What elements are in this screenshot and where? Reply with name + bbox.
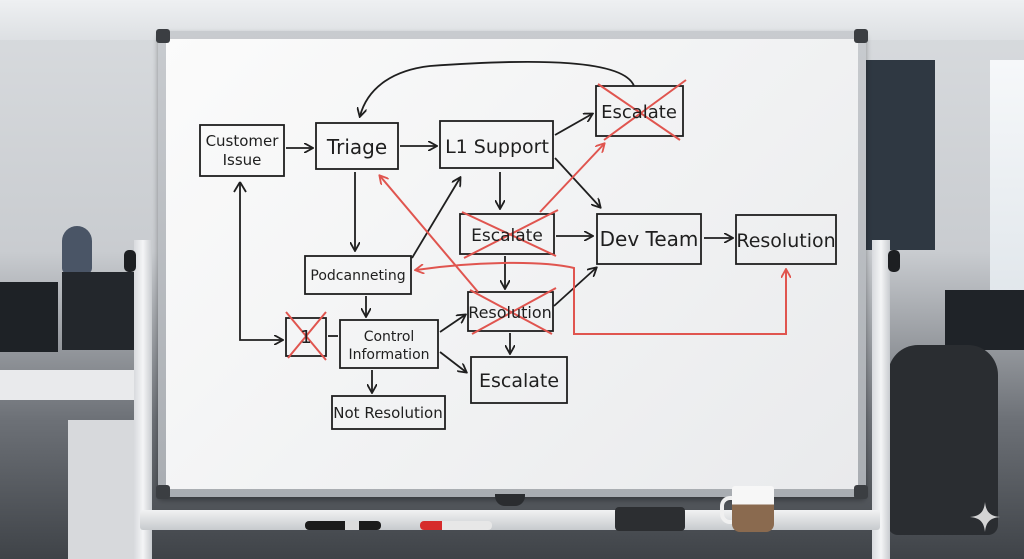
red-annotations <box>285 79 786 361</box>
whiteboard-stand-right <box>872 240 890 559</box>
board-corner <box>156 485 170 499</box>
not-resolution-label: Not Resolution <box>333 404 442 422</box>
background-monitor <box>945 290 1024 350</box>
sparkle-icon <box>970 502 1000 532</box>
small-box-label: 1 <box>300 327 311 348</box>
tray-clip <box>495 494 525 506</box>
marker-cap <box>420 521 442 530</box>
arrow-podcanneting-to-l1 <box>411 178 460 259</box>
whiteboard-stand-left <box>134 240 152 559</box>
arrow-l1-to-dev-team <box>554 157 600 207</box>
resolution-label: Resolution <box>736 230 835 252</box>
background-monitor <box>62 272 134 350</box>
arrow-l1-to-escalate-top <box>554 114 592 136</box>
red-arrow-to-podcanneting <box>416 261 575 290</box>
dark-wall-panel <box>865 60 935 250</box>
escalate-mid-box <box>459 213 555 255</box>
dev-team-label: Dev Team <box>600 227 699 251</box>
customer-issue-box <box>199 124 285 177</box>
red-cross-escalate-mid <box>461 209 559 259</box>
l1-support-box <box>439 120 554 169</box>
arrow-escalate-loop-to-triage <box>360 60 635 116</box>
escalate-mid-label: Escalate <box>471 226 543 246</box>
red-cross-resolution <box>469 287 557 335</box>
resolution-crossed-box <box>467 291 554 332</box>
background-person <box>62 226 92 274</box>
l1-support-label: L1 Support <box>445 136 549 158</box>
window <box>990 60 1024 320</box>
coffee-mug <box>732 486 774 532</box>
podcanneting-box <box>304 255 412 295</box>
arrowhead-up <box>233 181 247 193</box>
background-desk <box>0 370 140 400</box>
board-corner <box>156 29 170 43</box>
control-information-label-line2: Information <box>348 347 429 363</box>
control-information-label-line1: Control <box>364 329 415 345</box>
red-cross-small-box <box>285 311 327 361</box>
filing-cabinet <box>68 420 138 559</box>
board-corner <box>854 29 868 43</box>
marker-band <box>345 521 359 530</box>
resolution-box <box>735 214 837 265</box>
podcanneting-label: Podcanneting <box>310 268 405 284</box>
whiteboard-eraser <box>615 507 685 531</box>
small-crossed-box <box>285 317 327 357</box>
dev-team-box <box>596 213 702 265</box>
stand-knob <box>124 250 136 272</box>
stand-knob <box>888 250 900 272</box>
node-boxes <box>199 85 837 430</box>
arrow-customer-to-small-box <box>239 183 282 340</box>
customer-issue-label-line1: Customer <box>206 132 280 150</box>
arrow-control-to-escalate <box>439 351 466 372</box>
resolution-crossed-label: Resolution <box>468 303 552 322</box>
red-marker <box>420 521 492 530</box>
red-cross-escalate-top <box>597 79 687 141</box>
red-arrow-to-resolution <box>573 270 786 335</box>
escalate-top-label: Escalate <box>601 102 677 123</box>
black-arrows <box>233 60 732 392</box>
escalate-bottom-label: Escalate <box>479 370 559 392</box>
black-marker <box>305 521 381 530</box>
mug-handle <box>720 496 738 524</box>
office-chair <box>888 345 998 535</box>
board-corner <box>854 485 868 499</box>
not-resolution-box <box>331 395 446 430</box>
arrow-control-to-resolution <box>439 315 465 333</box>
red-arrow-to-escalate-top <box>539 144 604 213</box>
triage-label: Triage <box>326 135 387 159</box>
background-monitor <box>0 282 58 352</box>
escalate-top-box <box>595 85 684 137</box>
customer-issue-label-line2: Issue <box>223 151 262 169</box>
triage-box <box>315 122 399 170</box>
control-information-box <box>339 319 439 369</box>
node-labels: Customer Issue Triage L1 Support Escalat… <box>206 102 836 422</box>
escalate-bottom-box <box>470 356 568 404</box>
red-arrow-to-triage <box>380 176 479 293</box>
